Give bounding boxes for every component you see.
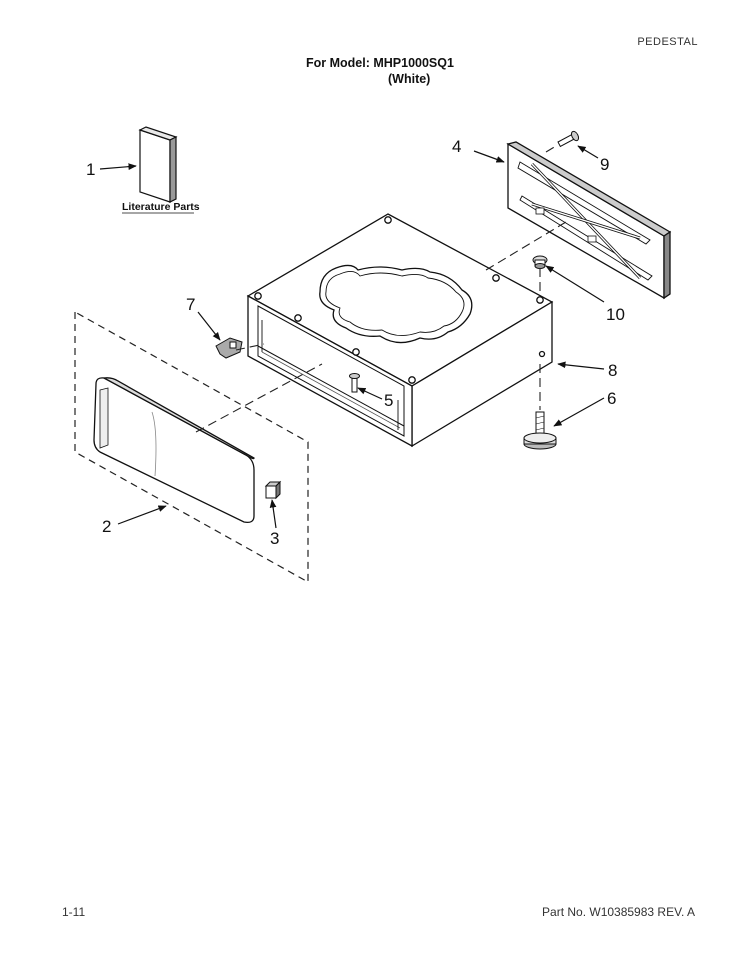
drawer-front-panel [93,377,255,524]
callout-9: 9 [600,155,609,174]
callout-2: 2 [102,517,111,536]
callout-5: 5 [384,391,393,410]
callout-leaders [99,145,605,529]
pedestal-cabinet [246,213,554,448]
leveling-leg [523,411,557,450]
callout-8: 8 [608,361,617,380]
literature-parts-label: Literature Parts [122,201,200,213]
callout-6: 6 [607,389,616,408]
callout-1: 1 [86,160,95,179]
model-variant: (White) [388,72,431,86]
foot-grommet [532,255,548,269]
screw-9 [557,130,580,148]
callout-4: 4 [452,137,461,156]
model-title: For Model: MHP1000SQ1 [306,56,454,70]
side-bracket [215,337,243,359]
handle-clip [264,480,282,500]
page-number: 1-11 [62,905,86,919]
rear-panel [506,141,672,300]
callout-7: 7 [186,295,195,314]
section-title: PEDESTAL [637,36,698,48]
literature-booklet [138,126,178,203]
callout-10: 10 [606,305,625,324]
callout-3: 3 [270,529,279,548]
screw-5 [349,373,360,393]
document-part-number: Part No. W10385983 REV. A [542,905,695,919]
alignment-lines [195,145,567,433]
